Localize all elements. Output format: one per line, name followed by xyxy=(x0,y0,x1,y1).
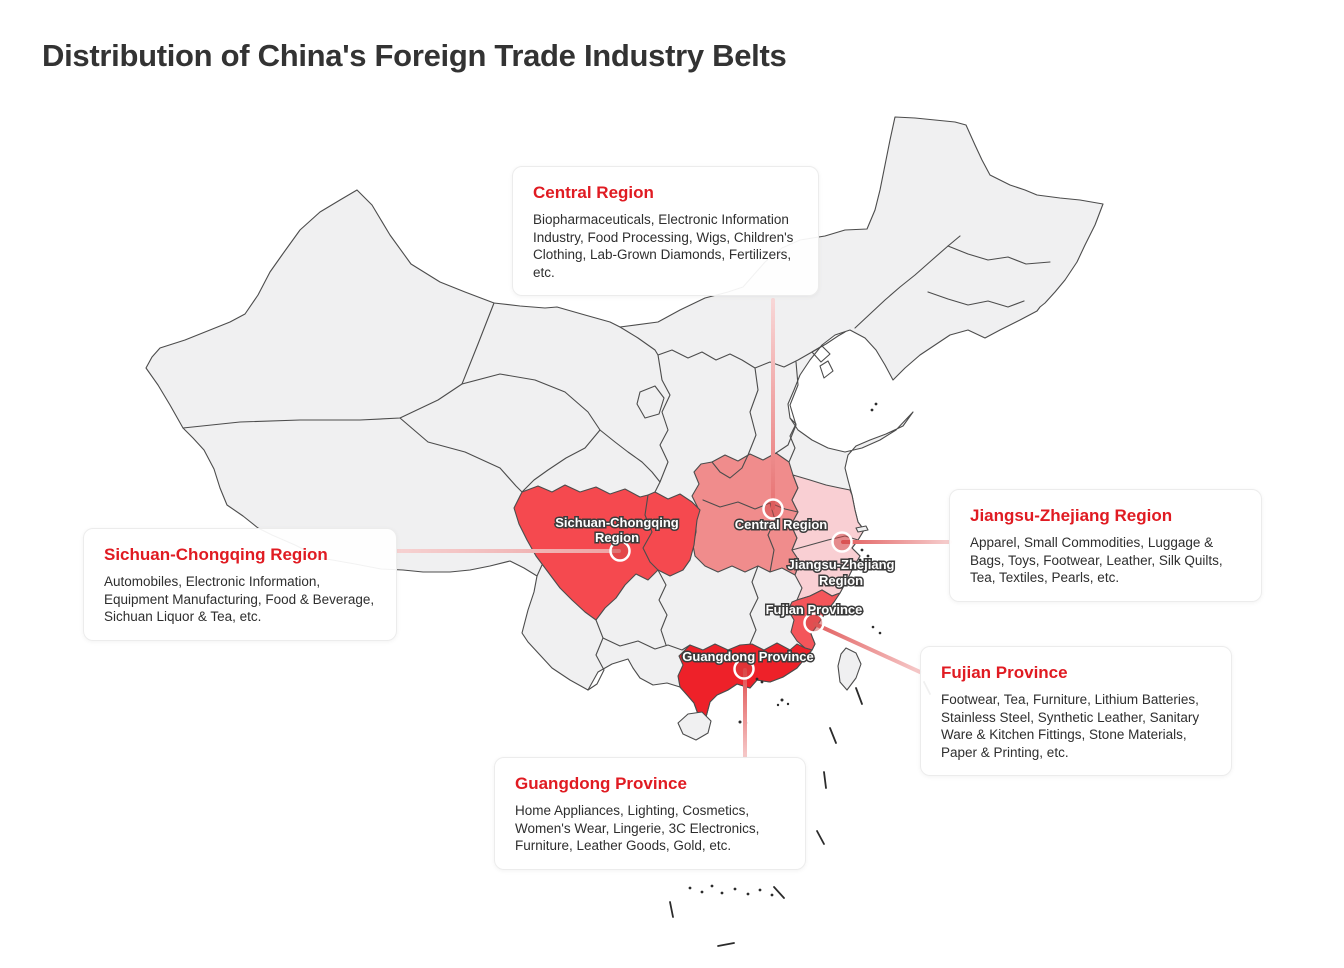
label-fujian-province: Fujian Province xyxy=(766,602,863,617)
map-region-labels: Sichuan-Chongqing Region Central Region … xyxy=(554,514,896,666)
marker-central[interactable] xyxy=(762,498,784,520)
marker-jiangsu-zhejiang[interactable] xyxy=(831,531,853,553)
small-islands xyxy=(688,402,882,897)
callout-jiangsu-zhejiang-region: Jiangsu-Zhejiang Region Apparel, Small C… xyxy=(949,489,1262,602)
callout-connectors xyxy=(394,298,952,759)
region-markers xyxy=(609,498,853,680)
label-guangdong-province: Guangdong Province xyxy=(682,649,813,664)
marker-fujian[interactable] xyxy=(803,612,825,634)
taiwan-island xyxy=(837,647,862,691)
callout-central-region: Central Region Biopharmaceuticals, Elect… xyxy=(512,166,819,297)
page-title: Distribution of China's Foreign Trade In… xyxy=(42,38,787,73)
hainan-island xyxy=(677,711,712,741)
callout-sichuan-title: Sichuan-Chongqing Region xyxy=(104,545,328,564)
label-sichuan-chongqing-line1: Sichuan-Chongqing xyxy=(555,515,679,530)
label-jiangsu-zhejiang-line1: Jiangsu-Zhejiang xyxy=(788,557,895,572)
callout-central-title: Central Region xyxy=(533,183,654,202)
callout-jiangsu-body: Apparel, Small Commodities, Luggage & Ba… xyxy=(970,535,1223,586)
marker-guangdong[interactable] xyxy=(733,658,755,680)
label-sichuan-chongqing-line2: Region xyxy=(595,530,639,545)
callout-guangdong-body: Home Appliances, Lighting, Cosmetics, Wo… xyxy=(515,803,760,854)
region-central[interactable] xyxy=(691,452,801,576)
callout-sichuan-chongqing-region: Sichuan-Chongqing Region Automobiles, El… xyxy=(83,528,397,641)
callout-guangdong-title: Guangdong Province xyxy=(515,774,687,793)
label-jiangsu-zhejiang-line2: Region xyxy=(819,573,863,588)
callout-fujian-province: Fujian Province Footwear, Tea, Furniture… xyxy=(920,646,1232,777)
connector-fujian xyxy=(813,622,922,674)
callout-central-body: Biopharmaceuticals, Electronic Informati… xyxy=(533,212,794,280)
callout-guangdong-province: Guangdong Province Home Appliances, Ligh… xyxy=(494,757,806,870)
callout-jiangsu-title: Jiangsu-Zhejiang Region xyxy=(970,506,1173,525)
marker-sichuan-chongqing[interactable] xyxy=(609,540,631,562)
callout-fujian-body: Footwear, Tea, Furniture, Lithium Batter… xyxy=(941,692,1200,760)
province-borders xyxy=(182,235,1051,691)
callout-sichuan-body: Automobiles, Electronic Information, Equ… xyxy=(104,574,375,625)
label-central-region: Central Region xyxy=(735,517,828,532)
callout-fujian-title: Fujian Province xyxy=(941,663,1068,682)
